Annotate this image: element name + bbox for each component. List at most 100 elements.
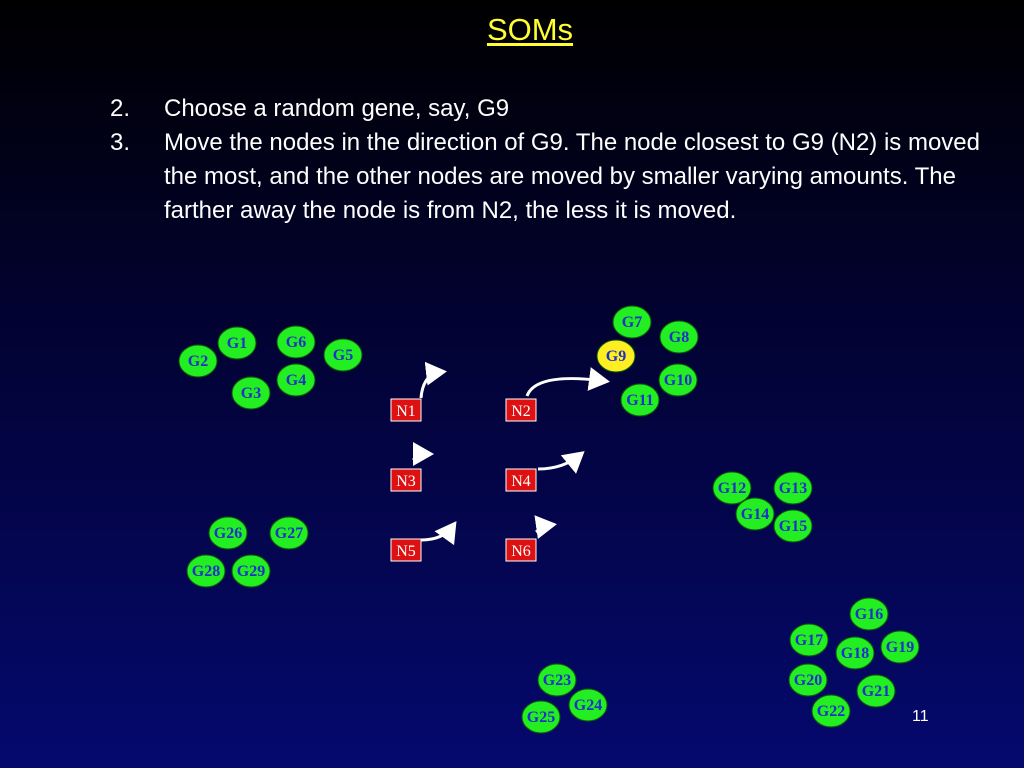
gene-label: G29 xyxy=(237,563,265,580)
node-box xyxy=(390,398,422,422)
gene-circle xyxy=(186,554,226,588)
gene-circle xyxy=(178,344,218,378)
node-n6: N6 xyxy=(505,538,537,562)
gene-g25: G25 xyxy=(521,700,561,734)
gene-label: G21 xyxy=(862,683,890,700)
gene-g23: G23 xyxy=(537,663,577,697)
gene-label: G22 xyxy=(817,703,845,720)
gene-label: G17 xyxy=(795,632,823,649)
gene-g13: G13 xyxy=(773,471,813,505)
gene-label: G24 xyxy=(574,697,602,714)
gene-circle xyxy=(568,688,608,722)
slide-title: SOMs xyxy=(486,12,574,47)
step-number: 3. xyxy=(110,129,131,156)
step-text: Move the nodes in the direction of G9. T… xyxy=(164,129,980,224)
gene-g2: G2 xyxy=(178,344,218,378)
gene-g14: G14 xyxy=(735,497,775,531)
gene-label: G18 xyxy=(841,645,869,662)
gene-circle xyxy=(735,497,775,531)
gene-label: G14 xyxy=(741,506,769,523)
gene-circle xyxy=(208,516,248,550)
node-box xyxy=(505,398,537,422)
node-label: N3 xyxy=(396,473,416,490)
node-n4: N4 xyxy=(505,468,537,492)
node-label: N5 xyxy=(396,543,416,560)
gene-g26: G26 xyxy=(208,516,248,550)
gene-circle xyxy=(612,305,652,339)
gene-label: G7 xyxy=(622,314,642,331)
node-label: N4 xyxy=(511,473,531,490)
gene-circle xyxy=(596,339,636,373)
gene-g19: G19 xyxy=(880,630,920,664)
gene-g27: G27 xyxy=(269,516,309,550)
node-box xyxy=(390,538,422,562)
gene-label: G12 xyxy=(718,480,746,497)
node-n3: N3 xyxy=(390,468,422,492)
gene-circle xyxy=(789,623,829,657)
gene-circle xyxy=(659,320,699,354)
movement-arrows xyxy=(412,361,610,546)
gene-circle xyxy=(276,363,316,397)
gene-g29: G29 xyxy=(231,554,271,588)
gene-circle xyxy=(269,516,309,550)
node-n1: N1 xyxy=(390,398,422,422)
gene-label: G8 xyxy=(669,329,689,346)
gene-g18: G18 xyxy=(835,636,875,670)
gene-g20: G20 xyxy=(788,663,828,697)
gene-label: G6 xyxy=(286,334,306,351)
gene-g12: G12 xyxy=(712,471,752,505)
node-box xyxy=(390,468,422,492)
gene-g1: G1 xyxy=(217,326,257,360)
gene-label: G16 xyxy=(855,606,883,623)
step-item: 3. Move the nodes in the direction of G9… xyxy=(110,126,990,228)
gene-g16: G16 xyxy=(849,597,889,631)
step-list: 2. Choose a random gene, say, G9 3. Move… xyxy=(110,92,990,228)
gene-g24: G24 xyxy=(568,688,608,722)
gene-g15: G15 xyxy=(773,509,813,543)
gene-circle xyxy=(880,630,920,664)
gene-label: G13 xyxy=(779,480,807,497)
gene-circle xyxy=(811,694,851,728)
gene-label: G26 xyxy=(214,525,242,542)
gene-circle xyxy=(620,383,660,417)
gene-label: G19 xyxy=(886,639,914,656)
gene-g3: G3 xyxy=(231,376,271,410)
gene-circle xyxy=(712,471,752,505)
gene-circle xyxy=(856,674,896,708)
gene-circle xyxy=(276,325,316,359)
node-box xyxy=(505,538,537,562)
step-number: 2. xyxy=(110,95,131,122)
gene-circle xyxy=(658,363,698,397)
node-box xyxy=(505,468,537,492)
gene-circle xyxy=(537,663,577,697)
gene-g6: G6 xyxy=(276,325,316,359)
gene-label: G5 xyxy=(333,347,353,364)
step-text: Choose a random gene, say, G9 xyxy=(164,95,510,122)
gene-circle xyxy=(521,700,561,734)
movement-arrow xyxy=(412,442,434,467)
gene-label: G28 xyxy=(192,563,220,580)
gene-label: G2 xyxy=(188,353,208,370)
node-n5: N5 xyxy=(390,538,422,562)
gene-label: G4 xyxy=(286,372,306,389)
movement-arrow xyxy=(420,521,457,546)
node-label: N2 xyxy=(511,403,531,420)
page-number: 11 xyxy=(912,708,929,725)
gene-g28: G28 xyxy=(186,554,226,588)
gene-g9: G9 xyxy=(596,339,636,373)
gene-g4: G4 xyxy=(276,363,316,397)
gene-g22: G22 xyxy=(811,694,851,728)
gene-circle xyxy=(773,509,813,543)
gene-circle xyxy=(231,554,271,588)
gene-g5: G5 xyxy=(323,338,363,372)
gene-circle xyxy=(323,338,363,372)
gene-g17: G17 xyxy=(789,623,829,657)
gene-label: G1 xyxy=(227,335,247,352)
node-label: N6 xyxy=(511,543,531,560)
gene-label: G3 xyxy=(241,385,261,402)
movement-arrow xyxy=(537,451,585,474)
gene-g11: G11 xyxy=(620,383,660,417)
